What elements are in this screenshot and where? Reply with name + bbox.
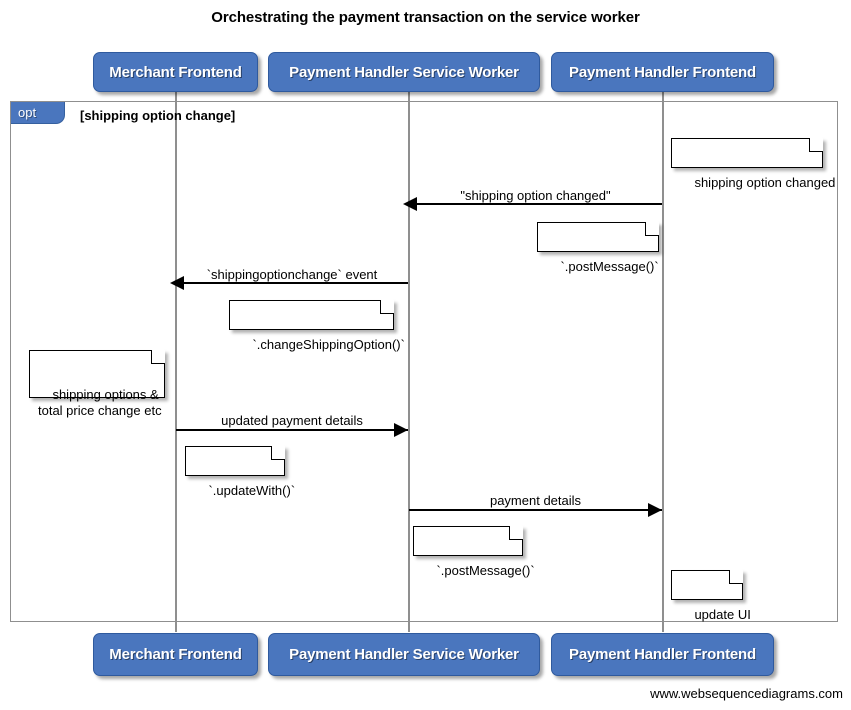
actor-bottom-payment-handler-service-worker[interactable]: Payment Handler Service Worker	[268, 633, 540, 676]
note-fold-icon	[151, 349, 165, 364]
note-text: shipping option changed	[694, 175, 836, 190]
message-line-shippingoptionchange-event	[176, 282, 408, 284]
opt-fragment-frame	[10, 101, 838, 622]
message-line-updated-payment-details	[176, 429, 408, 431]
note-update-ui: update UI	[671, 569, 751, 622]
actor-label: Payment Handler Service Worker	[289, 646, 519, 663]
note-fold-icon	[645, 221, 659, 236]
note-updatewith: `.updateWith()`	[185, 445, 295, 498]
message-arrowhead-shippingoptionchange-event	[170, 276, 184, 290]
note-fold-icon	[509, 525, 523, 540]
actor-top-payment-handler-service-worker[interactable]: Payment Handler Service Worker	[268, 52, 540, 92]
lifeline-merchant-frontend	[175, 92, 177, 632]
actor-label: Payment Handler Service Worker	[289, 63, 519, 81]
note-text: shipping options & total price change et…	[38, 387, 162, 418]
note-changeshippingoption: `.changeShippingOption()`	[229, 299, 405, 352]
note-text: update UI	[694, 607, 751, 622]
actor-label: Merchant Frontend	[109, 646, 242, 663]
message-label-shippingoptionchange-event: `shippingoptionchange` event	[206, 267, 378, 282]
actor-bottom-merchant-frontend[interactable]: Merchant Frontend	[93, 633, 258, 676]
message-arrowhead-updated-payment-details	[394, 423, 408, 437]
note-postmessage-2: `.postMessage()`	[413, 525, 535, 578]
message-arrowhead-shipping-option-changed	[403, 197, 417, 211]
lifeline-payment-handler-frontend	[662, 92, 664, 632]
note-text: `.postMessage()`	[560, 259, 659, 274]
actor-top-merchant-frontend[interactable]: Merchant Frontend	[93, 52, 258, 92]
actor-top-payment-handler-frontend[interactable]: Payment Handler Frontend	[551, 52, 774, 92]
actor-label: Payment Handler Frontend	[569, 646, 756, 663]
message-line-payment-details	[409, 509, 662, 511]
note-fold-icon	[729, 569, 743, 584]
note-shipping-options-total-price: shipping options & total price change et…	[29, 349, 165, 418]
opt-fragment-guard: [shipping option change]	[80, 108, 236, 123]
note-fold-icon	[271, 445, 285, 460]
message-label-updated-payment-details: updated payment details	[221, 413, 363, 428]
message-label-payment-details: payment details	[489, 493, 582, 508]
note-postmessage-1: `.postMessage()`	[537, 221, 659, 274]
message-label-shipping-option-changed: "shipping option changed"	[460, 188, 611, 203]
footer-attribution: www.websequencediagrams.com	[650, 686, 843, 701]
actor-label: Merchant Frontend	[109, 63, 242, 81]
message-arrowhead-payment-details	[648, 503, 662, 517]
opt-fragment-tag-label: opt	[18, 105, 37, 120]
note-fold-icon	[380, 299, 394, 314]
note-text: `.updateWith()`	[208, 483, 296, 498]
message-line-shipping-option-changed	[409, 203, 662, 205]
note-fold-icon	[809, 137, 823, 152]
page-title: Orchestrating the payment transaction on…	[211, 9, 640, 26]
opt-fragment-tag: opt	[11, 102, 65, 124]
note-text: `.postMessage()`	[436, 563, 535, 578]
note-shipping-option-changed: shipping option changed	[671, 137, 835, 190]
lifeline-payment-handler-service-worker	[408, 92, 410, 632]
actor-label: Payment Handler Frontend	[569, 63, 756, 81]
note-text: `.changeShippingOption()`	[252, 337, 405, 352]
actor-bottom-payment-handler-frontend[interactable]: Payment Handler Frontend	[551, 633, 774, 676]
